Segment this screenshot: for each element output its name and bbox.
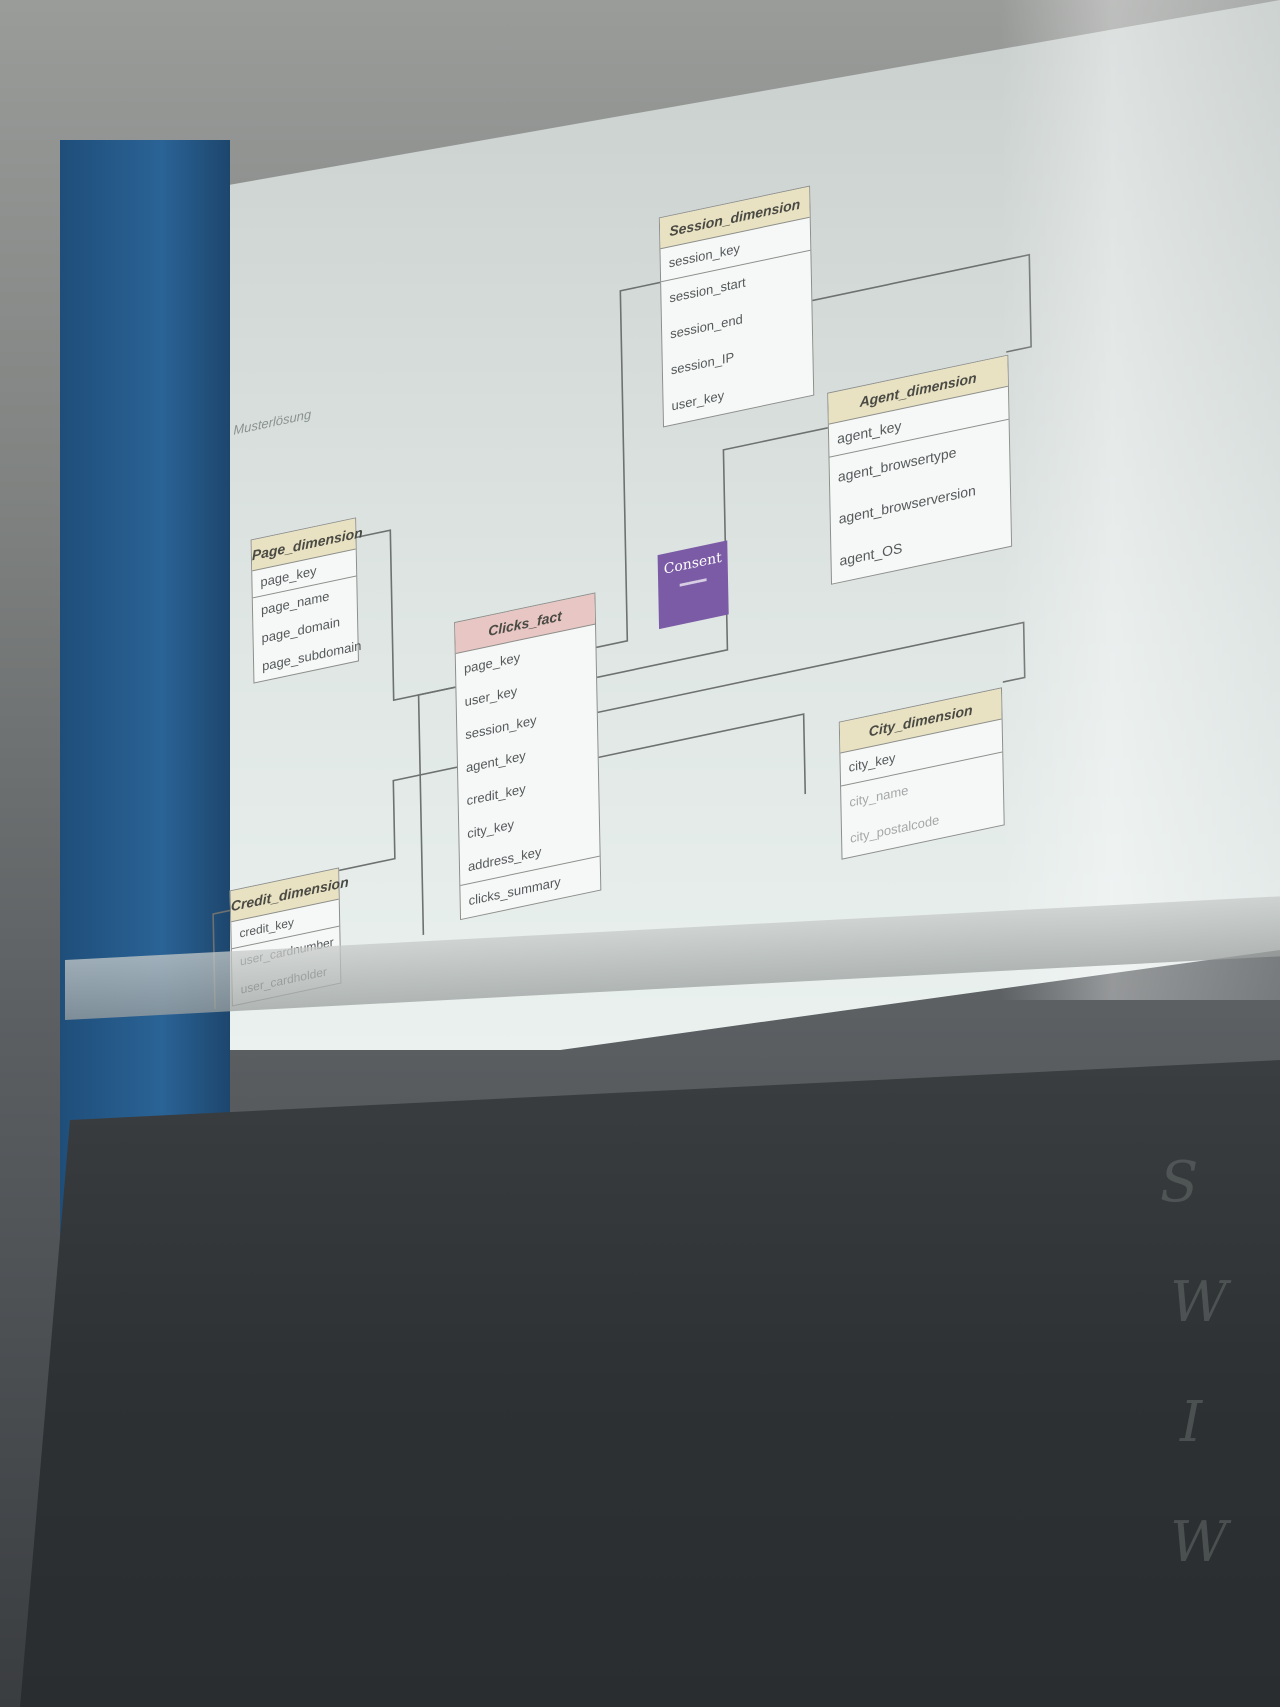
clicks-fact-table: Clicks_fact page_key user_key session_ke… — [454, 592, 602, 921]
session-dimension-table: Session_dimension session_key session_st… — [658, 185, 815, 428]
chalk-writing: W — [1170, 1510, 1228, 1575]
link-clicks-session — [592, 281, 661, 649]
consent-overlay[interactable]: Consent ▬▬▬ — [657, 540, 729, 630]
chalk-writing: W — [1170, 1270, 1228, 1335]
link-session-agent — [810, 253, 1032, 353]
link-clicks-address — [589, 713, 807, 795]
link-clicks-city — [588, 621, 1026, 716]
projection-screen — [200, 0, 1280, 1050]
chalk-writing: S — [1160, 1150, 1199, 1215]
agent-dimension-table: Agent_dimension agent_key agent_browsert… — [827, 354, 1013, 585]
blackboard — [20, 1060, 1280, 1707]
light-glare — [1000, 0, 1280, 1000]
page-dimension-table: Page_dimension page_key page_name page_d… — [250, 517, 363, 684]
link-clicks-user — [417, 686, 456, 936]
chalk-writing: I — [1180, 1390, 1203, 1455]
link-clicks-credit — [337, 766, 458, 872]
link-clicks-page — [354, 529, 456, 702]
